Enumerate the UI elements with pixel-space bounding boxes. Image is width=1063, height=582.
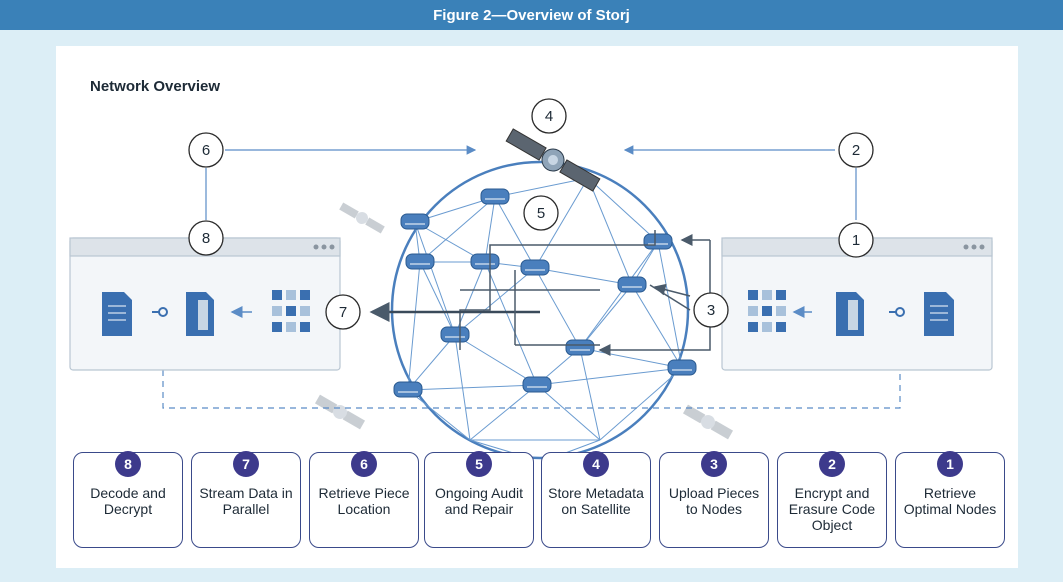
step-label: Ongoing Audit and Repair — [435, 485, 523, 517]
faded-satellite-icon — [339, 202, 385, 234]
step-label: Decode and Decrypt — [90, 485, 166, 517]
callout-6: 6 — [188, 132, 224, 168]
network-circle — [390, 160, 690, 460]
step-label: Upload Pieces to Nodes — [668, 485, 760, 517]
step-number: 3 — [701, 451, 727, 477]
step-card-1: 1 Retrieve Optimal Nodes — [895, 451, 1005, 548]
step-label: Encrypt and Erasure Code Object — [788, 485, 876, 533]
flow-lines — [369, 230, 711, 356]
step-label: Retrieve Optimal Nodes — [903, 485, 997, 517]
key-icon — [889, 307, 905, 317]
callout-7: 7 — [325, 294, 361, 330]
step-card-3: 3 Upload Pieces to Nodes — [659, 451, 769, 548]
callout-4: 4 — [531, 98, 567, 134]
step-number: 7 — [233, 451, 259, 477]
step-number: 1 — [937, 451, 963, 477]
storage-node — [400, 213, 430, 230]
callout-circles: 4 5 6 8 2 1 3 7 — [188, 98, 874, 330]
svg-text:4: 4 — [545, 108, 553, 125]
key-icon — [152, 307, 168, 317]
left-client-window — [69, 237, 341, 371]
svg-text:1: 1 — [852, 232, 860, 249]
step-label: Retrieve Piece Location — [318, 485, 410, 517]
step-number: 4 — [583, 451, 609, 477]
figure-title: Figure 2—Overview of Storj — [0, 0, 1063, 30]
step-card-2: 2 Encrypt and Erasure Code Object — [777, 451, 887, 548]
faded-satellite-icon — [682, 404, 734, 440]
storage-node — [393, 381, 423, 398]
encrypted-document-icon — [836, 292, 864, 336]
step-label: Stream Data in Parallel — [199, 485, 293, 517]
step-card-7: 7 Stream Data in Parallel — [191, 451, 301, 548]
storage-node — [480, 188, 510, 205]
storage-nodes — [393, 188, 697, 398]
satellite-icon — [505, 128, 601, 192]
storage-node — [520, 259, 550, 276]
svg-text:3: 3 — [707, 302, 715, 319]
callout-3: 3 — [693, 292, 729, 328]
encrypted-document-icon — [186, 292, 214, 336]
storage-node — [405, 253, 435, 270]
pieces-grid-icon — [748, 290, 786, 332]
step-number: 6 — [351, 451, 377, 477]
storage-node — [470, 253, 500, 270]
step-card-5: 5 Ongoing Audit and Repair — [424, 451, 534, 548]
svg-text:5: 5 — [537, 205, 545, 222]
step-card-4: 4 Store Metadata on Satellite — [541, 451, 651, 548]
document-icon — [924, 292, 954, 336]
svg-text:6: 6 — [202, 142, 210, 159]
svg-text:2: 2 — [852, 142, 860, 159]
dashed-key-link — [162, 370, 901, 409]
svg-text:8: 8 — [202, 230, 210, 247]
storage-node — [565, 339, 595, 356]
storage-node — [667, 359, 697, 376]
callout-2: 2 — [838, 132, 874, 168]
step-card-6: 6 Retrieve Piece Location — [309, 451, 419, 548]
step-number: 5 — [466, 451, 492, 477]
panel-title: Network Overview — [90, 78, 221, 95]
storage-node — [440, 326, 470, 343]
step-number: 8 — [115, 451, 141, 477]
step-card-8: 8 Decode and Decrypt — [73, 451, 183, 548]
storage-node — [643, 233, 673, 250]
svg-text:7: 7 — [339, 304, 347, 321]
document-icon — [102, 292, 132, 336]
callout-1: 1 — [838, 222, 874, 258]
storage-node — [617, 276, 647, 293]
storage-node — [522, 376, 552, 393]
right-client-window — [721, 237, 993, 371]
step-number: 2 — [819, 451, 845, 477]
callout-5: 5 — [523, 195, 559, 231]
step-label: Store Metadata on Satellite — [548, 485, 644, 517]
faded-satellite-icon — [314, 394, 366, 430]
pieces-grid-icon — [272, 290, 310, 332]
callout-8: 8 — [188, 220, 224, 256]
